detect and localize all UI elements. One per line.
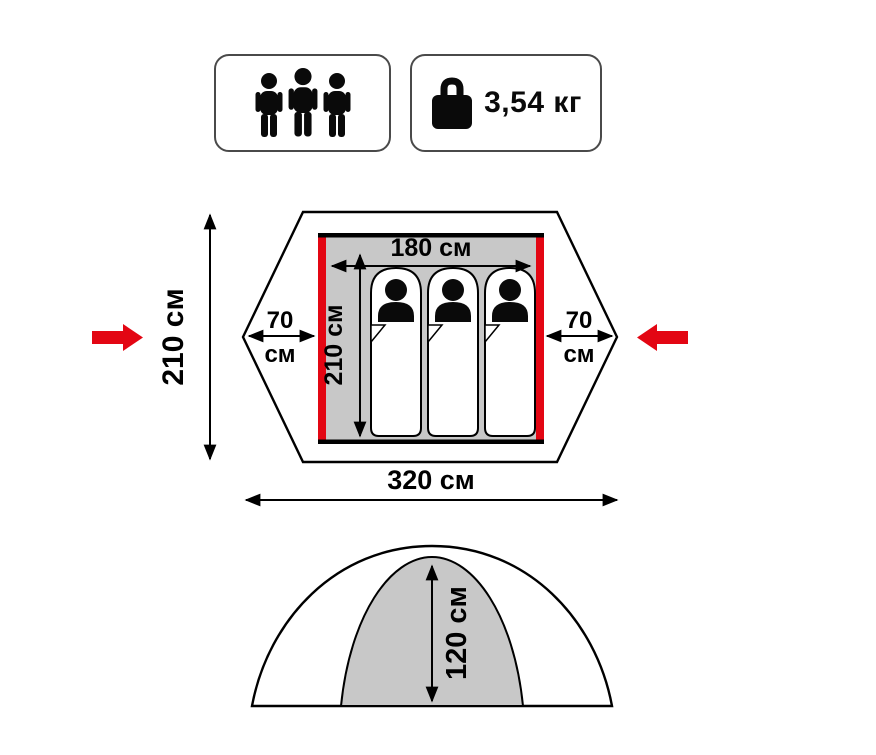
dim-label-inner-depth: 210 см bbox=[320, 304, 348, 385]
person-icon bbox=[323, 72, 350, 137]
sleeper-icon bbox=[435, 279, 471, 322]
sleeping-bags bbox=[370, 266, 536, 437]
inner-tent-red-edge-left bbox=[318, 237, 326, 440]
sleeping-bag bbox=[484, 266, 536, 437]
weight-value: 3,54 кг bbox=[484, 86, 582, 119]
dim-label-vestibule-right-unit: см bbox=[563, 341, 594, 368]
sleeper-icon bbox=[492, 279, 528, 322]
dim-label-vestibule-right-value: 70 bbox=[566, 307, 593, 334]
tent-top-view: 180 см 210 см 70 см 70 см 210 см 320 см bbox=[92, 210, 688, 507]
bag-fold-flap bbox=[427, 324, 444, 345]
dim-label-overall-depth: 210 см bbox=[157, 288, 190, 385]
person-icon bbox=[255, 72, 282, 137]
entrance-arrow-left-icon bbox=[92, 324, 143, 351]
entrance-arrow-right-icon bbox=[637, 324, 688, 351]
capacity-badge bbox=[214, 54, 391, 152]
bag-fold-flap bbox=[484, 324, 501, 345]
three-persons-icon bbox=[255, 67, 350, 137]
dim-label-inner-width: 180 см bbox=[390, 234, 471, 262]
dim-label-height: 120 см bbox=[441, 586, 473, 680]
dim-label-overall-width: 320 см bbox=[387, 465, 475, 495]
sleeping-bag bbox=[427, 266, 479, 437]
bag-fold-flap bbox=[370, 324, 387, 345]
weight-badge: 3,54 кг bbox=[410, 54, 602, 152]
sleeping-bag bbox=[370, 266, 422, 437]
weight-kettlebell-icon bbox=[432, 77, 473, 129]
inner-tent-red-edge-right bbox=[536, 237, 544, 440]
dim-label-vestibule-left-value: 70 bbox=[267, 307, 294, 334]
person-icon bbox=[288, 67, 317, 136]
tent-front-view: 120 см bbox=[250, 544, 614, 708]
dim-label-vestibule-left-unit: см bbox=[264, 341, 295, 368]
sleeper-icon bbox=[378, 279, 414, 322]
